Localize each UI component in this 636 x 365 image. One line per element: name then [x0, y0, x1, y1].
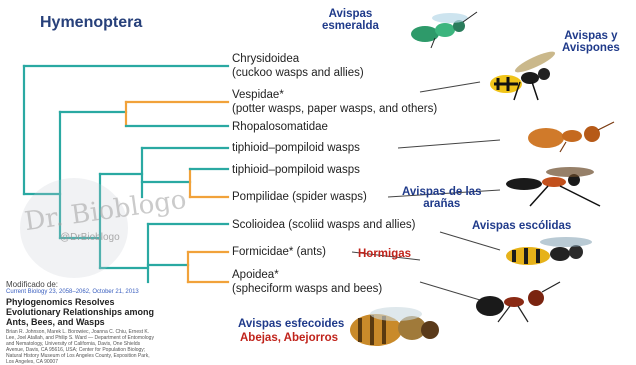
label-avispas-escolidas: Avispas escólidas	[472, 220, 571, 232]
watermark-handle: @DrBioblogo	[60, 232, 120, 243]
leaf-sub: (spheciform wasps and bees)	[232, 282, 382, 296]
leaf-name: Scolioidea (scoliid wasps and allies)	[232, 219, 415, 231]
leaf-name: Chrysidoidea	[232, 53, 299, 65]
citation-journal[interactable]: Current Biology 23, 2058–2062, October 2…	[6, 289, 156, 295]
leaf-formicidae: Formicidae* (ants)	[232, 245, 326, 259]
leaf-name: Pompilidae (spider wasps)	[232, 191, 367, 203]
leaf-name: tiphioid–pompiloid wasps	[232, 142, 360, 154]
diagram-title: Hymenoptera	[40, 14, 142, 32]
label-avispas-avispones: Avispas y Avispones	[562, 30, 620, 54]
label-avispas-esmeralda: Avispas esmeralda	[322, 8, 379, 32]
paper-wasp-icon	[480, 48, 570, 103]
velvet-ant-icon	[520, 118, 620, 154]
label-hormigas: Hormigas	[358, 248, 411, 260]
leaf-vespidae: Vespidae* (potter wasps, paper wasps, an…	[232, 88, 437, 116]
leaf-name: Rhopalosomatidae	[232, 121, 328, 133]
leaf-tiphioid-1: tiphioid–pompiloid wasps	[232, 141, 360, 155]
leaf-sub: (cuckoo wasps and allies)	[232, 66, 364, 80]
label-abejas: Abejas, Abejorros	[240, 332, 338, 344]
leaf-name: Apoidea*	[232, 269, 279, 281]
label-avispas-aranas: Avispas de las arañas	[402, 186, 481, 210]
pointer-line-tiphioid	[398, 140, 500, 148]
citation-title: Phylogenomics Resolves Evolutionary Rela…	[6, 297, 156, 327]
leaf-name: Formicidae* (ants)	[232, 246, 326, 258]
leaf-name: Vespidae*	[232, 89, 284, 101]
leaf-pompilidae: Pompilidae (spider wasps)	[232, 190, 367, 204]
citation-block: Modificado de: Current Biology 23, 2058–…	[6, 280, 156, 365]
bee-icon	[336, 300, 456, 358]
ant-icon	[470, 276, 570, 324]
citation-modified-label: Modificado de:	[6, 280, 156, 289]
leaf-tiphioid-2: tiphioid–pompiloid wasps	[232, 163, 360, 177]
label-avispas-esfecoides: Avispas esfecoides	[238, 318, 344, 330]
leaf-scolioidea: Scolioidea (scoliid wasps and allies)	[232, 218, 415, 232]
scoliid-wasp-icon	[498, 232, 608, 278]
leaf-name: tiphioid–pompiloid wasps	[232, 164, 360, 176]
spider-wasp-icon	[500, 162, 620, 210]
leaf-chrysidoidea: Chrysidoidea (cuckoo wasps and allies)	[232, 52, 364, 80]
pointer-line-scolioidea	[440, 232, 500, 250]
cuckoo-wasp-icon	[395, 8, 485, 50]
leaf-sub: (potter wasps, paper wasps, and others)	[232, 102, 437, 116]
leaf-rhopalosomatidae: Rhopalosomatidae	[232, 120, 328, 134]
leaf-apoidea: Apoidea* (spheciform wasps and bees)	[232, 268, 382, 296]
